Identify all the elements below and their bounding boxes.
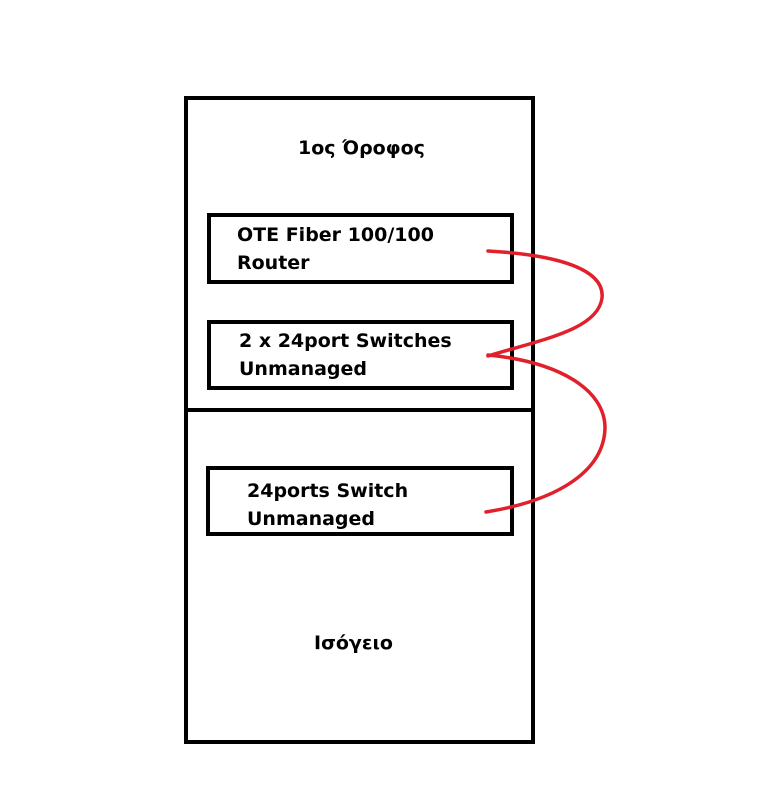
router-label-line1: OTE Fiber 100/100 <box>237 224 434 246</box>
router-box <box>207 213 514 284</box>
router-label: OTE Fiber 100/100 Router <box>237 221 434 277</box>
ground-switch-label-line1: 24ports Switch <box>247 480 409 502</box>
ground-switch-label: 24ports Switch Unmanaged <box>247 477 408 533</box>
upper-floor-label: 1ος Όροφος <box>298 137 425 159</box>
ground-switch-label-line2: Unmanaged <box>247 508 376 530</box>
switches-box <box>207 320 514 390</box>
floor-divider <box>184 408 535 412</box>
switches-label-line2: Unmanaged <box>239 358 368 380</box>
switches-label: 2 x 24port Switches Unmanaged <box>239 327 452 383</box>
router-label-line2: Router <box>237 252 310 274</box>
ground-floor-label: Ισόγειο <box>314 632 393 654</box>
switches-label-line1: 2 x 24port Switches <box>239 330 452 352</box>
